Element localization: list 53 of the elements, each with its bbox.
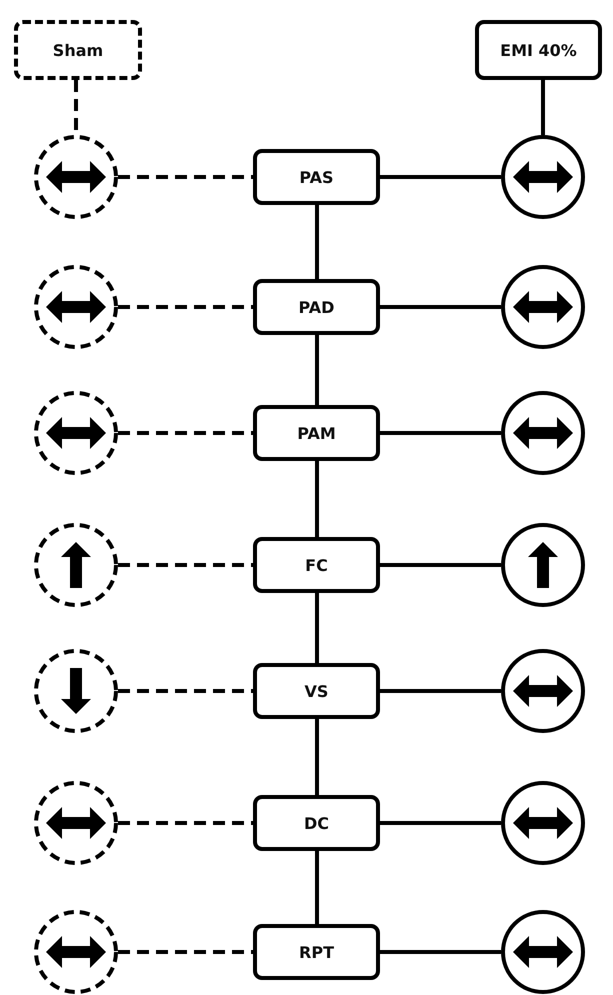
circle-node [501, 391, 585, 475]
connector-line [380, 305, 501, 309]
label-box [253, 149, 380, 205]
connector-line [380, 175, 501, 179]
circle-node [501, 649, 585, 733]
box-label: DC [304, 814, 330, 832]
label-box [253, 537, 380, 593]
connector-line [315, 335, 319, 405]
connector-line [315, 593, 319, 663]
label-box [14, 20, 142, 80]
box-label: EMI 40% [500, 40, 577, 60]
label-box [253, 663, 380, 719]
box-label: FC [305, 556, 328, 574]
connector-line [380, 563, 501, 567]
label-box [253, 279, 380, 335]
label-box [253, 924, 380, 980]
label-box [253, 405, 380, 461]
circle-node [34, 649, 118, 733]
circle-node [501, 523, 585, 607]
box-label: PAM [297, 424, 336, 442]
connector-line [118, 305, 253, 309]
connector-line [118, 175, 253, 179]
connector-line [380, 950, 501, 954]
connector-line [118, 689, 253, 693]
circle-node [501, 781, 585, 865]
label-box [475, 20, 602, 80]
box-label: RPT [299, 942, 334, 962]
box-label: Sham [52, 40, 104, 60]
connector-line [315, 205, 319, 279]
label-box [253, 795, 380, 851]
connector-line [315, 851, 319, 924]
circle-node [501, 910, 585, 994]
box-label: PAD [298, 298, 334, 316]
connector-line [118, 563, 253, 567]
circle-node [501, 265, 585, 349]
connector-line [380, 821, 501, 825]
box-label: PAS [299, 168, 334, 186]
connector-line [118, 431, 253, 435]
circle-node [34, 781, 118, 865]
connector-line [541, 80, 545, 135]
connector-line [118, 821, 253, 825]
circle-node [501, 135, 585, 219]
connector-line [380, 431, 501, 435]
circle-node [34, 523, 118, 607]
connector-line [380, 689, 501, 693]
connector-line [315, 719, 319, 795]
connector-line [118, 950, 253, 954]
connector-line [315, 461, 319, 537]
circle-node [34, 265, 118, 349]
box-label: VS [304, 682, 328, 700]
circle-node [34, 910, 118, 994]
circle-node [34, 391, 118, 475]
circle-node [34, 135, 118, 219]
